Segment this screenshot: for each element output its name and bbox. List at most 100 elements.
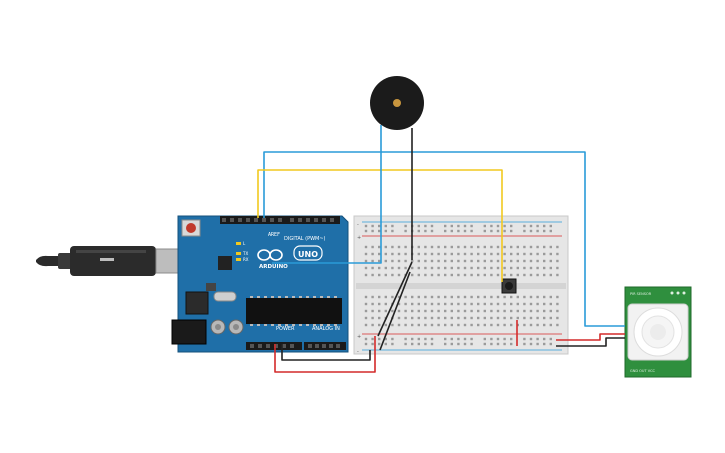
breadboard-hole[interactable] [450, 224, 453, 228]
breadboard-hole[interactable] [470, 229, 473, 233]
breadboard-hole[interactable] [477, 323, 480, 327]
breadboard-hole[interactable] [424, 259, 427, 263]
breadboard-hole[interactable] [503, 309, 506, 313]
breadboard-hole[interactable] [477, 259, 480, 263]
breadboard-hole[interactable] [523, 252, 526, 256]
breadboard-hole[interactable] [437, 273, 440, 277]
breadboard-hole[interactable] [404, 245, 407, 249]
breadboard-hole[interactable] [397, 252, 401, 256]
breadboard-hole[interactable] [424, 273, 427, 277]
breadboard-hole[interactable] [483, 266, 486, 270]
breadboard-hole[interactable] [378, 309, 381, 313]
breadboard-hole[interactable] [437, 302, 440, 306]
breadboard-hole[interactable] [430, 316, 434, 320]
breadboard-hole[interactable] [411, 259, 414, 263]
breadboard-hole[interactable] [450, 323, 453, 327]
breadboard-hole[interactable] [496, 316, 500, 320]
breadboard-hole[interactable] [384, 342, 387, 346]
breadboard-hole[interactable] [470, 245, 473, 249]
breadboard-hole[interactable] [510, 273, 513, 277]
breadboard-hole[interactable] [411, 295, 414, 299]
breadboard-hole[interactable] [470, 266, 473, 270]
breadboard-hole[interactable] [450, 229, 453, 233]
breadboard-hole[interactable] [470, 252, 473, 256]
breadboard-hole[interactable] [543, 316, 546, 320]
breadboard-hole[interactable] [371, 229, 374, 233]
breadboard-hole[interactable] [477, 252, 480, 256]
breadboard-hole[interactable] [378, 337, 381, 341]
breadboard-hole[interactable] [424, 224, 427, 228]
breadboard-hole[interactable] [549, 302, 552, 306]
breadboard-hole[interactable] [391, 273, 394, 277]
breadboard-hole[interactable] [536, 342, 539, 346]
breadboard-hole[interactable] [417, 266, 420, 270]
breadboard-hole[interactable] [496, 266, 500, 270]
breadboard-hole[interactable] [510, 224, 513, 228]
breadboard-hole[interactable] [424, 316, 427, 320]
breadboard-hole[interactable] [404, 229, 407, 233]
breadboard-hole[interactable] [457, 295, 460, 299]
breadboard-hole[interactable] [543, 266, 546, 270]
breadboard-hole[interactable] [444, 245, 447, 249]
breadboard-hole[interactable] [411, 302, 414, 306]
breadboard-hole[interactable] [490, 342, 493, 346]
breadboard-hole[interactable] [371, 316, 374, 320]
breadboard-hole[interactable] [516, 309, 519, 313]
breadboard-hole[interactable] [536, 302, 539, 306]
breadboard-hole[interactable] [483, 337, 486, 341]
breadboard-hole[interactable] [391, 259, 394, 263]
breadboard-hole[interactable] [549, 224, 552, 228]
breadboard-hole[interactable] [411, 337, 414, 341]
breadboard-hole[interactable] [444, 266, 447, 270]
breadboard-hole[interactable] [457, 245, 460, 249]
breadboard-hole[interactable] [529, 323, 533, 327]
breadboard-hole[interactable] [496, 259, 500, 263]
breadboard-hole[interactable] [523, 342, 526, 346]
breadboard-hole[interactable] [397, 316, 401, 320]
breadboard-hole[interactable] [444, 302, 447, 306]
breadboard-hole[interactable] [371, 266, 374, 270]
breadboard-hole[interactable] [371, 245, 374, 249]
breadboard-hole[interactable] [371, 273, 374, 277]
breadboard-hole[interactable] [417, 316, 420, 320]
breadboard-hole[interactable] [529, 316, 533, 320]
breadboard-hole[interactable] [503, 342, 506, 346]
breadboard-hole[interactable] [463, 273, 467, 277]
breadboard-hole[interactable] [543, 295, 546, 299]
breadboard-hole[interactable] [543, 342, 546, 346]
breadboard-hole[interactable] [496, 302, 500, 306]
breadboard-hole[interactable] [523, 259, 526, 263]
breadboard-hole[interactable] [536, 295, 539, 299]
breadboard-hole[interactable] [556, 273, 559, 277]
breadboard-hole[interactable] [384, 229, 387, 233]
breadboard-hole[interactable] [536, 273, 539, 277]
breadboard-hole[interactable] [444, 316, 447, 320]
breadboard-hole[interactable] [556, 309, 559, 313]
breadboard-hole[interactable] [529, 266, 533, 270]
breadboard-hole[interactable] [457, 316, 460, 320]
breadboard-hole[interactable] [503, 229, 506, 233]
breadboard-hole[interactable] [523, 337, 526, 341]
breadboard-hole[interactable] [404, 259, 407, 263]
breadboard-hole[interactable] [503, 245, 506, 249]
breadboard-hole[interactable] [397, 323, 401, 327]
breadboard-hole[interactable] [417, 323, 420, 327]
breadboard-hole[interactable] [450, 342, 453, 346]
breadboard-hole[interactable] [463, 337, 467, 341]
breadboard-hole[interactable] [490, 229, 493, 233]
breadboard-hole[interactable] [463, 309, 467, 313]
breadboard-hole[interactable] [510, 323, 513, 327]
breadboard-hole[interactable] [391, 252, 394, 256]
breadboard-hole[interactable] [536, 316, 539, 320]
breadboard-hole[interactable] [444, 323, 447, 327]
breadboard-hole[interactable] [450, 295, 453, 299]
breadboard-hole[interactable] [424, 309, 427, 313]
breadboard-hole[interactable] [470, 337, 473, 341]
breadboard-hole[interactable] [490, 302, 493, 306]
breadboard-hole[interactable] [490, 323, 493, 327]
breadboard-hole[interactable] [391, 266, 394, 270]
breadboard-hole[interactable] [549, 252, 552, 256]
breadboard-hole[interactable] [516, 273, 519, 277]
breadboard-hole[interactable] [516, 266, 519, 270]
breadboard-hole[interactable] [378, 224, 381, 228]
